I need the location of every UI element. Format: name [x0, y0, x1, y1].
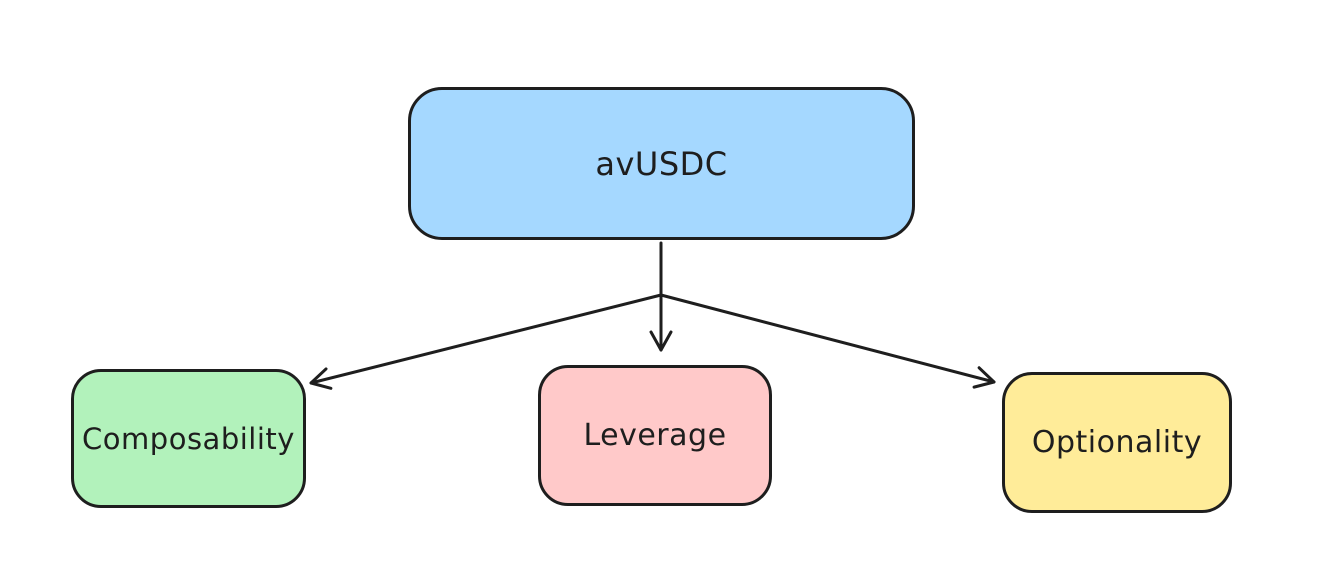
node-composability: Composability	[71, 369, 306, 508]
node-optionality: Optionality	[1002, 372, 1232, 513]
node-leverage: Leverage	[538, 365, 772, 506]
node-leverage-label: Leverage	[583, 418, 727, 453]
node-composability-label: Composability	[82, 421, 295, 456]
node-optionality-label: Optionality	[1031, 425, 1203, 460]
node-avusdc-label: avUSDC	[595, 144, 728, 183]
node-avusdc: avUSDC	[408, 87, 915, 240]
